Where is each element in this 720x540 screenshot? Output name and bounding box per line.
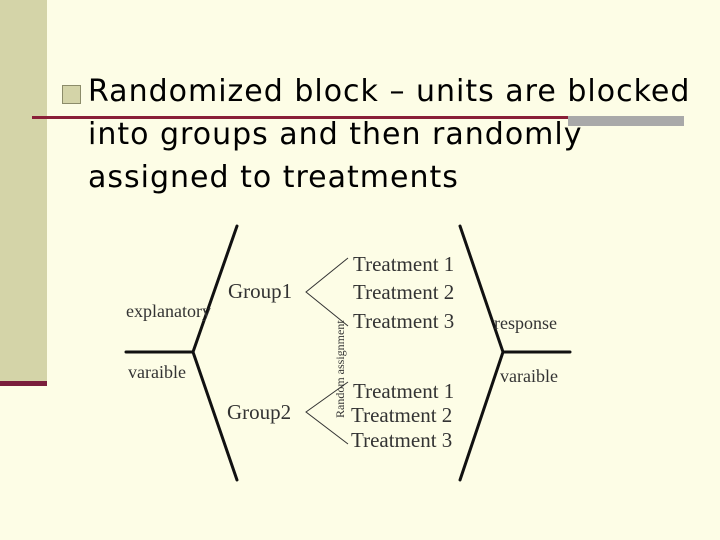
bullet-square-icon [62, 85, 81, 104]
title-rule-accent [568, 116, 684, 126]
group1-branch [305, 257, 349, 327]
group1-label: Group1 [228, 279, 292, 303]
right-chevron [458, 224, 505, 482]
response-label-line2: varaible [500, 366, 558, 386]
slide-bullet-text: Randomized block – units are blocked int… [88, 74, 691, 195]
group2-label: Group2 [227, 400, 291, 424]
left-chevron [191, 224, 239, 482]
group2-treatment-2: Treatment 2 [351, 403, 452, 427]
title-rule [32, 116, 684, 119]
group2-treatment-1: Treatment 1 [353, 379, 454, 403]
group2-treatment-3: Treatment 3 [351, 428, 452, 452]
explanatory-label-line2: varaible [128, 362, 186, 382]
group1-treatment-1: Treatment 1 [353, 252, 454, 276]
group1-treatment-2: Treatment 2 [353, 280, 454, 304]
response-label: response [494, 313, 557, 333]
group2-branch [305, 381, 349, 445]
random-assignment-label: Random assignment [333, 320, 347, 418]
group1-treatment-3: Treatment 3 [353, 309, 454, 333]
left-accent-bar-foot [0, 381, 47, 386]
explanatory-label: explanatory [126, 301, 211, 321]
left-accent-bar [0, 0, 47, 385]
